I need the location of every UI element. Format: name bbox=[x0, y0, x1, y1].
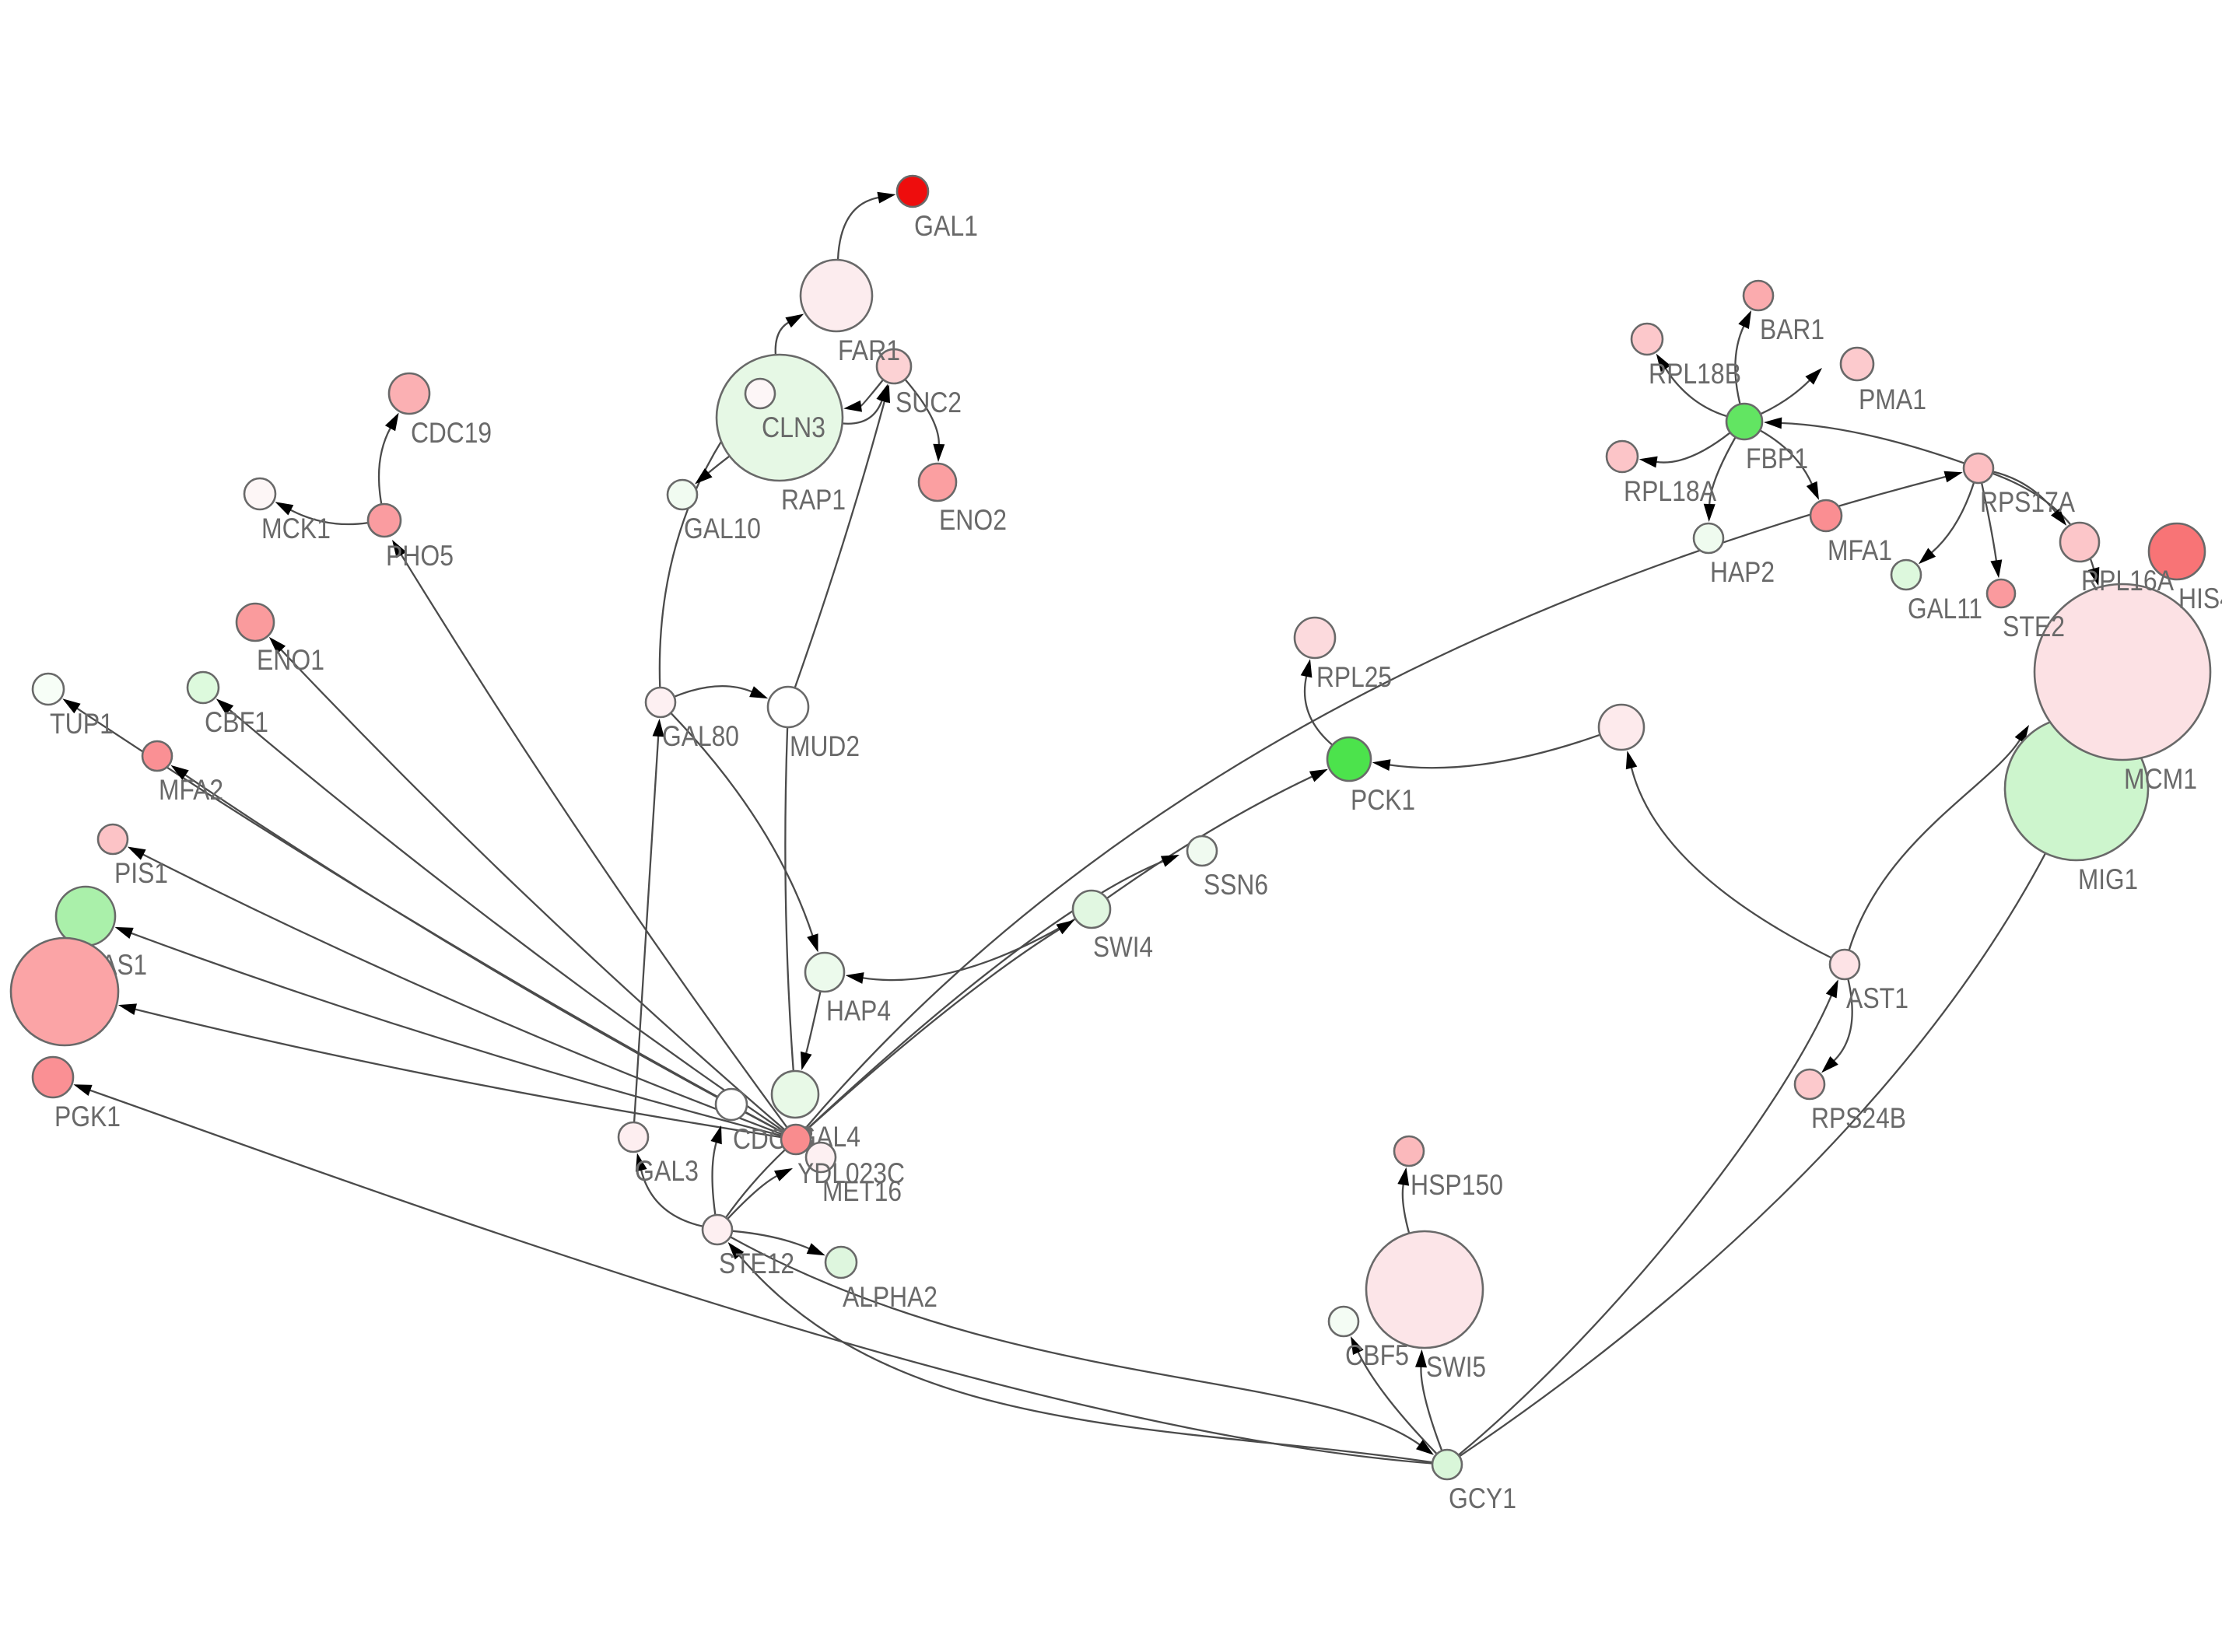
svg-text:FBP1: FBP1 bbox=[1746, 443, 1808, 474]
svg-text:RPS24B: RPS24B bbox=[1811, 1102, 1906, 1134]
svg-text:RPS17A: RPS17A bbox=[1980, 486, 2075, 518]
svg-text:STE12: STE12 bbox=[719, 1248, 794, 1279]
svg-text:ALPHA2: ALPHA2 bbox=[843, 1281, 938, 1313]
svg-text:HAP2: HAP2 bbox=[1710, 556, 1775, 588]
svg-text:GAL10: GAL10 bbox=[684, 513, 761, 544]
svg-text:CBF1: CBF1 bbox=[205, 706, 268, 738]
svg-text:RPL25: RPL25 bbox=[1316, 661, 1392, 693]
svg-text:MET16: MET16 bbox=[822, 1175, 902, 1207]
svg-text:CLN3: CLN3 bbox=[762, 411, 825, 443]
svg-text:FAR1: FAR1 bbox=[838, 334, 900, 366]
svg-text:ENO1: ENO1 bbox=[257, 644, 324, 676]
svg-text:GAL11: GAL11 bbox=[1908, 593, 1982, 625]
svg-text:PHO5: PHO5 bbox=[386, 540, 454, 572]
svg-text:STE2: STE2 bbox=[2003, 611, 2065, 642]
svg-text:AST1: AST1 bbox=[1846, 982, 1908, 1014]
svg-text:MCK1: MCK1 bbox=[261, 513, 331, 544]
svg-text:BAR1: BAR1 bbox=[1760, 313, 1824, 345]
svg-text:HAP4: HAP4 bbox=[826, 995, 891, 1027]
svg-text:SUC2: SUC2 bbox=[895, 387, 962, 418]
svg-text:GAL1: GAL1 bbox=[914, 210, 978, 242]
svg-text:MFA1: MFA1 bbox=[1828, 534, 1892, 566]
svg-text:RAP1: RAP1 bbox=[781, 484, 846, 516]
svg-text:HSP150: HSP150 bbox=[1411, 1169, 1503, 1201]
svg-text:ENO2: ENO2 bbox=[939, 504, 1007, 536]
svg-text:MIG1: MIG1 bbox=[2078, 863, 2138, 895]
svg-text:PCK1: PCK1 bbox=[1351, 784, 1415, 816]
svg-text:SWI4: SWI4 bbox=[1093, 931, 1153, 963]
svg-text:PIS1: PIS1 bbox=[114, 857, 168, 889]
svg-text:RPL18A: RPL18A bbox=[1624, 475, 1716, 507]
svg-text:GAL3: GAL3 bbox=[635, 1155, 699, 1187]
svg-text:PGK1: PGK1 bbox=[54, 1101, 121, 1132]
svg-text:SSN6: SSN6 bbox=[1204, 869, 1268, 901]
svg-text:MFA2: MFA2 bbox=[159, 774, 223, 806]
svg-text:CDC19: CDC19 bbox=[411, 417, 492, 449]
svg-text:YDL023C: YDL023C bbox=[797, 1157, 905, 1189]
svg-text:SWI5: SWI5 bbox=[1426, 1351, 1486, 1383]
svg-text:RPL18B: RPL18B bbox=[1649, 358, 1741, 390]
svg-text:GAL80: GAL80 bbox=[662, 720, 739, 752]
svg-text:HIS4: HIS4 bbox=[2178, 583, 2222, 614]
svg-text:MCM1: MCM1 bbox=[2124, 763, 2197, 795]
svg-text:TUP1: TUP1 bbox=[50, 708, 114, 740]
svg-text:GCY1: GCY1 bbox=[1449, 1482, 1516, 1514]
svg-text:MUD2: MUD2 bbox=[790, 730, 860, 762]
svg-text:CBF5: CBF5 bbox=[1345, 1339, 1409, 1371]
svg-text:RPL16A: RPL16A bbox=[2081, 565, 2174, 597]
svg-text:PMA1: PMA1 bbox=[1859, 383, 1926, 415]
